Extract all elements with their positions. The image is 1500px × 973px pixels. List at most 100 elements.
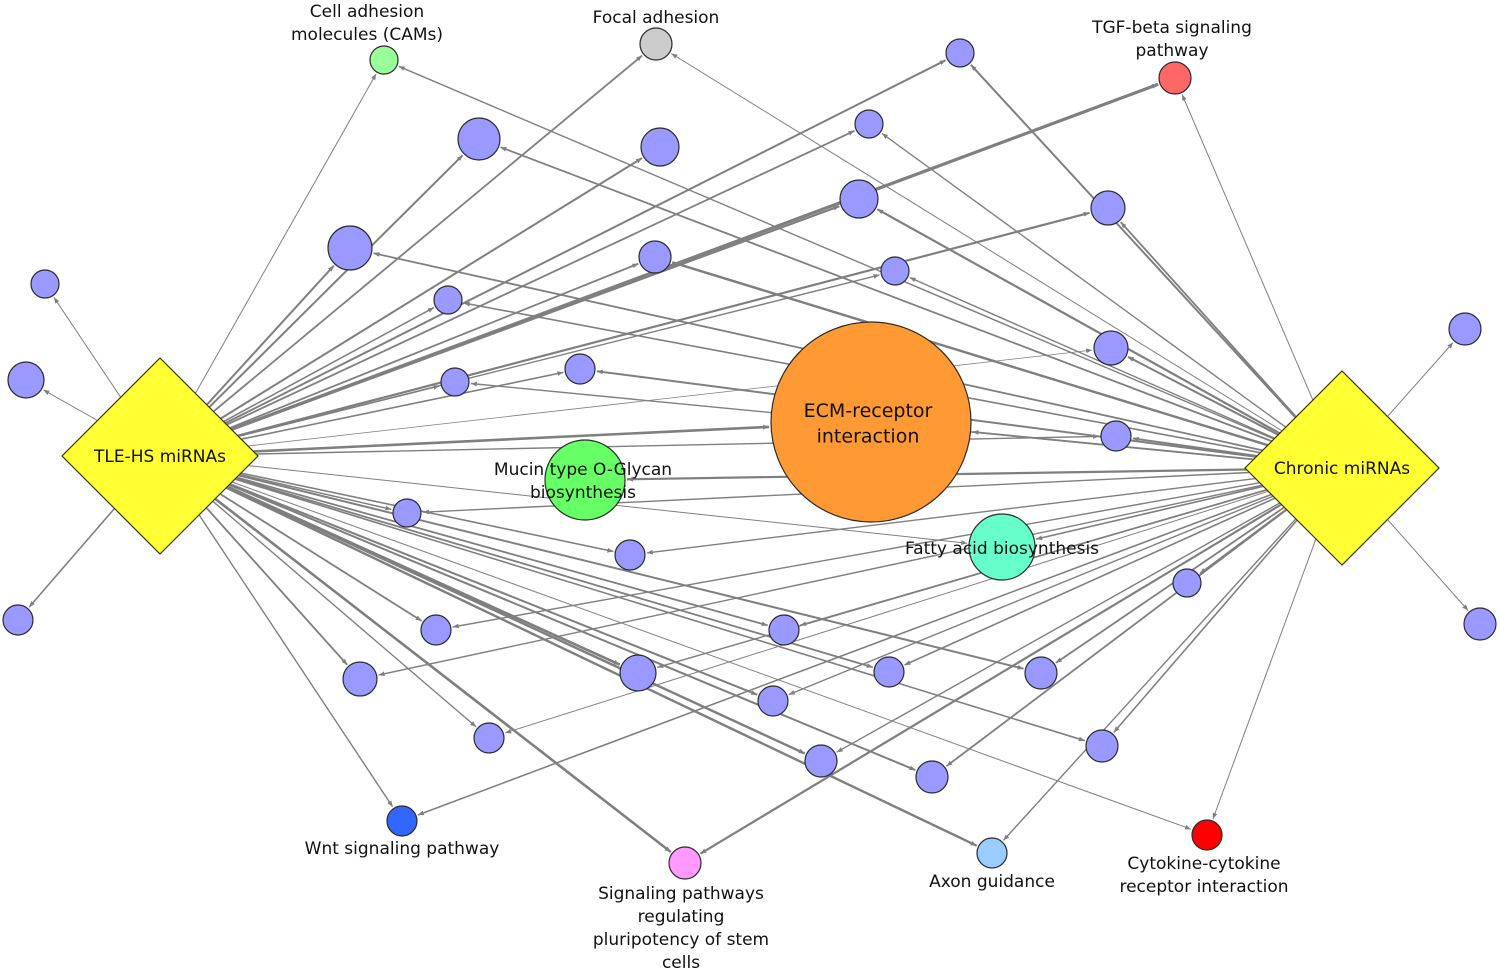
mirna-node xyxy=(614,539,646,571)
hub-label-chronic: Chronic miRNAs xyxy=(1274,459,1410,479)
edge-chronic-m2 xyxy=(500,146,1273,443)
edge-tle-cams xyxy=(194,73,377,394)
mirna-node xyxy=(873,656,905,688)
mirna-node xyxy=(564,353,596,385)
pathway-node-wnt xyxy=(386,805,418,837)
edge-chronic-m11 xyxy=(1127,355,1279,436)
edge-chronic-m27 xyxy=(1055,506,1285,664)
pathway-label-line: receptor interaction xyxy=(1119,877,1288,897)
mirna-node xyxy=(1024,656,1058,690)
hub-node-chronic xyxy=(1244,370,1440,566)
mirna-node xyxy=(473,722,505,754)
edge-chronic-m4 xyxy=(876,208,1281,435)
pathway-label-line: regulating xyxy=(638,907,725,927)
edge-tle-m23 xyxy=(236,476,768,627)
edge-chronic-cyto xyxy=(1212,538,1317,820)
pathway-label-focal: Focal adhesion xyxy=(593,8,720,28)
edge-tle-m14 xyxy=(241,371,564,440)
edges xyxy=(28,53,1469,855)
pathway-node-cyto xyxy=(1191,819,1223,851)
edge-chronic-m32 xyxy=(945,508,1288,767)
edge-chronic-cams xyxy=(398,65,1275,440)
pathway-label-line: cells xyxy=(662,953,700,973)
mirna-node xyxy=(1448,312,1482,346)
edge-tle-focal xyxy=(212,54,643,413)
pathway-node-axon xyxy=(976,837,1008,869)
edge-tle-m10 xyxy=(53,297,122,398)
edge-tle-m31 xyxy=(226,485,806,755)
pathway-label-fatty: Fatty acid biosynthesis xyxy=(905,539,1099,559)
mirna-node xyxy=(420,614,452,646)
edge-tle-m17 xyxy=(239,473,392,511)
edge-tle-m6 xyxy=(206,265,335,406)
mirna-node xyxy=(804,744,838,778)
edge-tle-m3 xyxy=(220,157,643,420)
edge-chronic-m29 xyxy=(505,490,1269,734)
mirna-node xyxy=(327,225,373,271)
pathway-label-line: Focal adhesion xyxy=(593,8,720,28)
mirna-node xyxy=(640,127,680,167)
edge-tle-m30 xyxy=(234,478,1086,742)
mirna-node xyxy=(619,654,657,692)
hub-label-tle: TLE-HS miRNAs xyxy=(93,447,226,467)
edge-tle-m9 xyxy=(223,306,435,423)
pathway-node-fatty xyxy=(968,513,1036,581)
mirna-node xyxy=(839,179,879,219)
pathway-label-wnt: Wnt signaling pathway xyxy=(305,839,500,859)
mirna-node xyxy=(433,285,463,315)
pathway-node-ecm xyxy=(770,321,972,523)
hub-node-tle xyxy=(61,357,259,555)
edge-tle-m5 xyxy=(237,211,1090,437)
edge-chronic-tgf xyxy=(1181,94,1314,401)
mirna-node xyxy=(1090,190,1126,226)
edge-tle-m29 xyxy=(212,500,477,728)
edge-tle-m8 xyxy=(238,274,880,437)
edge-chronic-m22 xyxy=(452,482,1260,629)
mirna-node xyxy=(915,760,949,794)
edge-tle-m1 xyxy=(226,129,855,426)
mirna-node xyxy=(1093,330,1129,366)
pathway-label-line: TGF-beta signaling xyxy=(1091,18,1252,38)
pathway-label-line: biosynthesis xyxy=(530,483,636,503)
mirna-node xyxy=(1100,420,1132,452)
pathway-node-tgf xyxy=(1158,61,1192,95)
edge-chronic-m0 xyxy=(970,64,1297,419)
edge-chronic-m31 xyxy=(836,502,1281,753)
mirna-node xyxy=(945,38,975,68)
pathway-node-cams xyxy=(369,45,399,75)
edge-chronic-m30 xyxy=(1113,519,1298,733)
pathway-label-axon: Axon guidance xyxy=(929,872,1055,892)
pathway-label-mucin: Mucin type O-Glycan biosynthesis xyxy=(494,460,672,503)
mirna-node xyxy=(1085,729,1119,763)
edge-tle-pluri xyxy=(214,497,672,854)
edge-chronic-m8 xyxy=(909,276,1275,439)
mirna-node xyxy=(880,256,910,286)
edge-chronic-focal xyxy=(671,53,1283,432)
edge-chronic-axon xyxy=(1002,518,1297,841)
edge-tle-wnt xyxy=(198,514,394,808)
edge-tle-m22 xyxy=(219,493,423,622)
pathway-label-line: Wnt signaling pathway xyxy=(305,839,500,859)
mirna-node xyxy=(854,109,884,139)
pathway-label-line: Cytokine-cytokine xyxy=(1127,854,1280,874)
edge-tle-m0 xyxy=(224,59,947,425)
edge-chronic-wnt xyxy=(417,493,1272,816)
edge-chronic-m5 xyxy=(1120,221,1297,418)
pathway-label-line: ECM-receptor xyxy=(804,400,933,422)
edge-tle-ecm xyxy=(253,424,770,453)
edge-tle-m15 xyxy=(43,389,98,421)
edge-chronic-m12 xyxy=(1387,342,1454,417)
mirna-node xyxy=(342,661,378,697)
mirna-node xyxy=(392,498,422,528)
mirna-node xyxy=(7,361,45,399)
edge-tle-m2 xyxy=(208,154,464,408)
pathway-label-cyto: Cytokine-cytokine receptor interaction xyxy=(1119,854,1288,897)
pathway-node-pluri xyxy=(668,846,702,880)
pathway-label-line: Mucin type O-Glycan xyxy=(494,460,672,480)
edge-chronic-m24 xyxy=(378,484,1263,677)
